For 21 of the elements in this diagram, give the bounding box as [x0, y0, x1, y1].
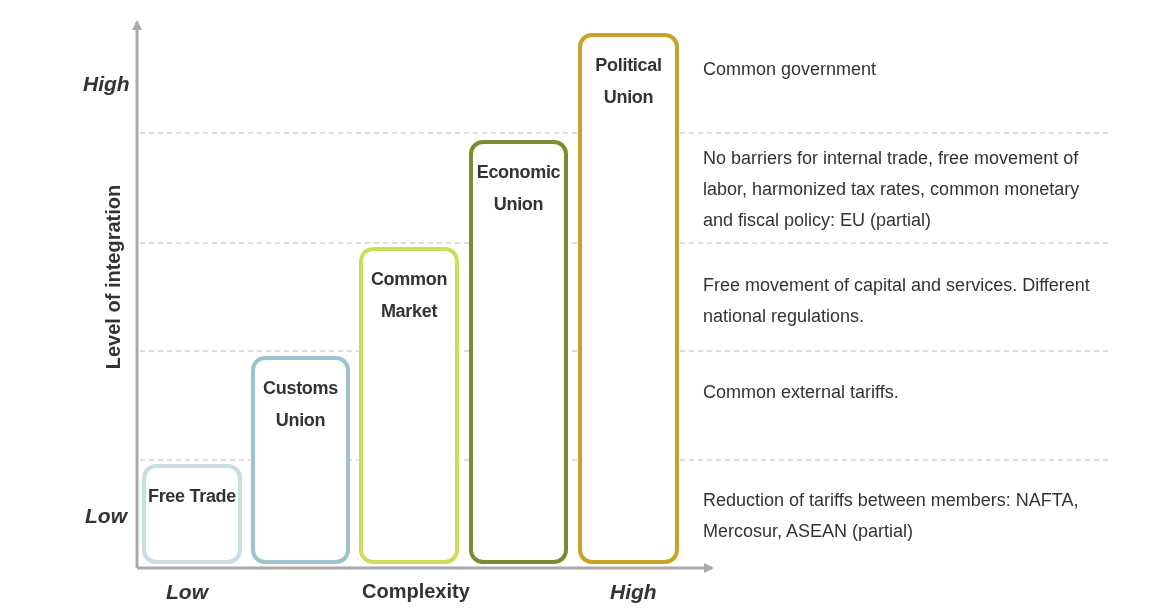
level-bar	[251, 356, 350, 564]
axis-tick-label: High	[610, 579, 657, 605]
description-text: Free movement of capital and services. Different national regulations.	[703, 274, 1091, 328]
axis-tick-label: High	[83, 71, 130, 97]
bar-label: Economic Union	[475, 161, 562, 216]
bar-label: Free Trade	[146, 485, 237, 508]
level-bar	[142, 464, 242, 564]
description-text: Common government	[703, 58, 878, 81]
bar-label: Customs Union	[262, 377, 339, 432]
level-bar	[578, 33, 679, 564]
bar-label: Common Market	[369, 268, 449, 323]
level-bar	[469, 140, 568, 564]
description-text: Reduction of tariffs between members: NAFTA, Mercosur, ASEAN (partial)	[703, 489, 1080, 543]
bar-label: Political Union	[594, 54, 663, 109]
description-text: No barriers for internal trade, free movement of labor, harmonized tax rates, common monetary and fiscal policy: EU (partial)	[703, 147, 1081, 232]
level-bar	[359, 247, 459, 564]
axis-tick-label: Low	[166, 579, 208, 605]
axis-title: Complexity	[362, 579, 470, 604]
description-text: Common external tariffs.	[703, 381, 900, 404]
axis-tick-label: Low	[85, 503, 127, 529]
axis-title: Level of integration	[101, 183, 125, 372]
